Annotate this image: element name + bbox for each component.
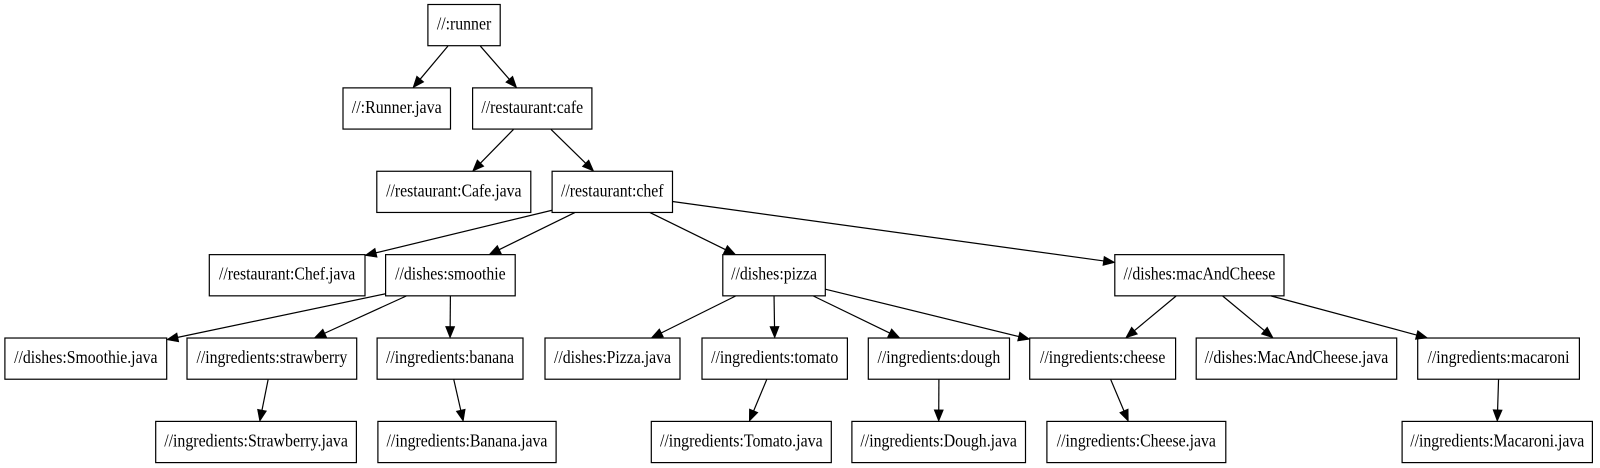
svg-text://dishes:macAndCheese: //dishes:macAndCheese: [1124, 264, 1276, 284]
svg-text://ingredients:Tomato.java: //ingredients:Tomato.java: [660, 431, 823, 451]
svg-text://ingredients:banana: //ingredients:banana: [386, 347, 514, 367]
svg-text://:runner: //:runner: [437, 14, 491, 34]
svg-text://restaurant:Chef.java: //restaurant:Chef.java: [219, 264, 355, 284]
svg-text://ingredients:Macaroni.java: //ingredients:Macaroni.java: [1410, 431, 1584, 451]
svg-text://ingredients:Banana.java: //ingredients:Banana.java: [387, 431, 548, 451]
svg-text://ingredients:macaroni: //ingredients:macaroni: [1428, 347, 1570, 367]
svg-text://ingredients:strawberry: //ingredients:strawberry: [196, 347, 347, 367]
svg-text://restaurant:Cafe.java: //restaurant:Cafe.java: [386, 180, 521, 200]
svg-text://dishes:Smoothie.java: //dishes:Smoothie.java: [14, 347, 157, 367]
svg-text://dishes:MacAndCheese.java: //dishes:MacAndCheese.java: [1205, 347, 1389, 367]
svg-text://ingredients:Dough.java: //ingredients:Dough.java: [860, 431, 1017, 451]
svg-text://dishes:smoothie: //dishes:smoothie: [395, 264, 506, 284]
svg-text://restaurant:cafe: //restaurant:cafe: [481, 97, 583, 117]
svg-text://ingredients:Cheese.java: //ingredients:Cheese.java: [1057, 431, 1216, 451]
svg-text://:Runner.java: //:Runner.java: [352, 97, 442, 117]
svg-text://ingredients:cheese: //ingredients:cheese: [1040, 347, 1165, 367]
svg-text://ingredients:dough: //ingredients:dough: [878, 347, 1001, 367]
svg-text://ingredients:tomato: //ingredients:tomato: [711, 347, 838, 367]
svg-text://dishes:pizza: //dishes:pizza: [731, 264, 817, 284]
svg-text://restaurant:chef: //restaurant:chef: [561, 180, 664, 200]
svg-text://dishes:Pizza.java: //dishes:Pizza.java: [554, 347, 671, 367]
svg-text://ingredients:Strawberry.java: //ingredients:Strawberry.java: [164, 431, 348, 451]
